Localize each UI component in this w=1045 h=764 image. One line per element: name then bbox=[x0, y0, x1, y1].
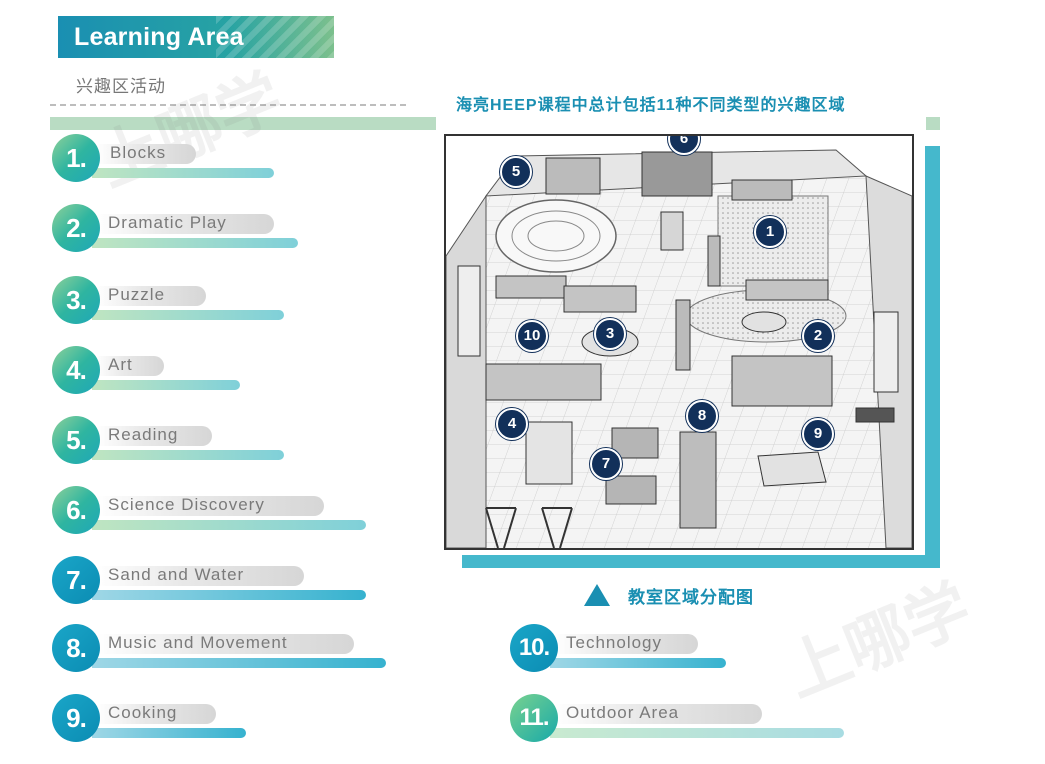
item-pill bbox=[96, 704, 216, 724]
triangle-icon bbox=[584, 584, 610, 606]
number-badge: 10. bbox=[510, 624, 558, 672]
area-item-cooking: 9. Cooking bbox=[52, 694, 272, 750]
item-underline bbox=[92, 238, 298, 248]
item-underline bbox=[92, 380, 240, 390]
banner-stripes bbox=[216, 16, 334, 58]
item-underline bbox=[92, 658, 386, 668]
page-title: Learning Area bbox=[74, 23, 244, 51]
item-underline bbox=[92, 450, 284, 460]
area-item-science-discovery: 6. Science Discovery bbox=[52, 486, 372, 542]
classroom-floorplan-illustration: 5 6 1 2 3 10 4 8 9 7 bbox=[444, 134, 914, 550]
area-label: Technology bbox=[566, 633, 663, 652]
area-item-art: 4. Art bbox=[52, 346, 252, 402]
item-pill bbox=[96, 214, 274, 234]
area-label: Cooking bbox=[108, 703, 178, 722]
map-caption-bottom: 教室区域分配图 bbox=[628, 588, 754, 607]
number-badge: 11. bbox=[510, 694, 558, 742]
number-badge: 5. bbox=[52, 416, 100, 464]
map-marker-5: 5 bbox=[500, 156, 532, 188]
item-pill bbox=[96, 426, 212, 446]
number-badge: 3. bbox=[52, 276, 100, 324]
section-divider-right bbox=[926, 117, 940, 130]
number-badge: 7. bbox=[52, 556, 100, 604]
area-item-technology: 10. Technology bbox=[510, 624, 750, 680]
area-item-reading: 5. Reading bbox=[52, 416, 292, 472]
section-divider-left bbox=[50, 117, 436, 130]
floorplan-drawing bbox=[446, 149, 912, 548]
map-frame-accent-right bbox=[925, 146, 940, 566]
watermark: 上哪学 bbox=[775, 571, 981, 710]
area-label: Music and Movement bbox=[108, 633, 288, 652]
number-badge: 4. bbox=[52, 346, 100, 394]
number-badge: 2. bbox=[52, 204, 100, 252]
map-marker-2: 2 bbox=[802, 320, 834, 352]
area-item-dramatic-play: 2. Dramatic Play bbox=[52, 204, 312, 260]
item-pill bbox=[96, 634, 354, 654]
number-badge: 9. bbox=[52, 694, 100, 742]
map-marker-3: 3 bbox=[594, 318, 626, 350]
area-label: Blocks bbox=[110, 143, 167, 162]
dashed-divider bbox=[50, 104, 406, 106]
item-underline bbox=[550, 728, 844, 738]
number-badge: 8. bbox=[52, 624, 100, 672]
item-pill bbox=[96, 286, 206, 306]
number-badge: 6. bbox=[52, 486, 100, 534]
area-item-outdoor-area: 11. Outdoor Area bbox=[510, 694, 860, 750]
item-underline bbox=[92, 590, 366, 600]
item-pill bbox=[554, 704, 762, 724]
item-pill bbox=[96, 356, 164, 376]
area-item-sand-and-water: 7. Sand and Water bbox=[52, 556, 372, 612]
area-item-music-and-movement: 8. Music and Movement bbox=[52, 624, 392, 680]
area-label: Sand and Water bbox=[108, 565, 245, 584]
map-caption-top: 海亮HEEP课程中总计包括11种不同类型的兴趣区域 bbox=[456, 97, 846, 114]
item-pill bbox=[96, 566, 304, 586]
area-item-puzzle: 3. Puzzle bbox=[52, 276, 292, 332]
item-pill bbox=[96, 144, 196, 164]
map-marker-1: 1 bbox=[754, 216, 786, 248]
item-pill bbox=[96, 496, 324, 516]
area-label: Dramatic Play bbox=[108, 213, 227, 232]
area-item-blocks: 1. Blocks bbox=[52, 134, 292, 190]
map-frame-accent-bottom bbox=[462, 555, 940, 568]
page-subtitle: 兴趣区活动 bbox=[76, 77, 166, 96]
area-label: Reading bbox=[108, 425, 179, 444]
item-pill bbox=[554, 634, 698, 654]
map-marker-10: 10 bbox=[516, 320, 548, 352]
number-badge: 1. bbox=[52, 134, 100, 182]
item-underline bbox=[92, 168, 274, 178]
map-marker-7: 7 bbox=[590, 448, 622, 480]
map-marker-8: 8 bbox=[686, 400, 718, 432]
item-underline bbox=[550, 658, 726, 668]
area-label: Art bbox=[108, 355, 133, 374]
area-label: Outdoor Area bbox=[566, 703, 680, 722]
area-label: Science Discovery bbox=[108, 495, 265, 514]
header-banner: Learning Area bbox=[58, 16, 334, 58]
item-underline bbox=[92, 310, 284, 320]
item-underline bbox=[92, 520, 366, 530]
map-marker-4: 4 bbox=[496, 408, 528, 440]
area-label: Puzzle bbox=[108, 285, 166, 304]
map-marker-9: 9 bbox=[802, 418, 834, 450]
item-underline bbox=[92, 728, 246, 738]
